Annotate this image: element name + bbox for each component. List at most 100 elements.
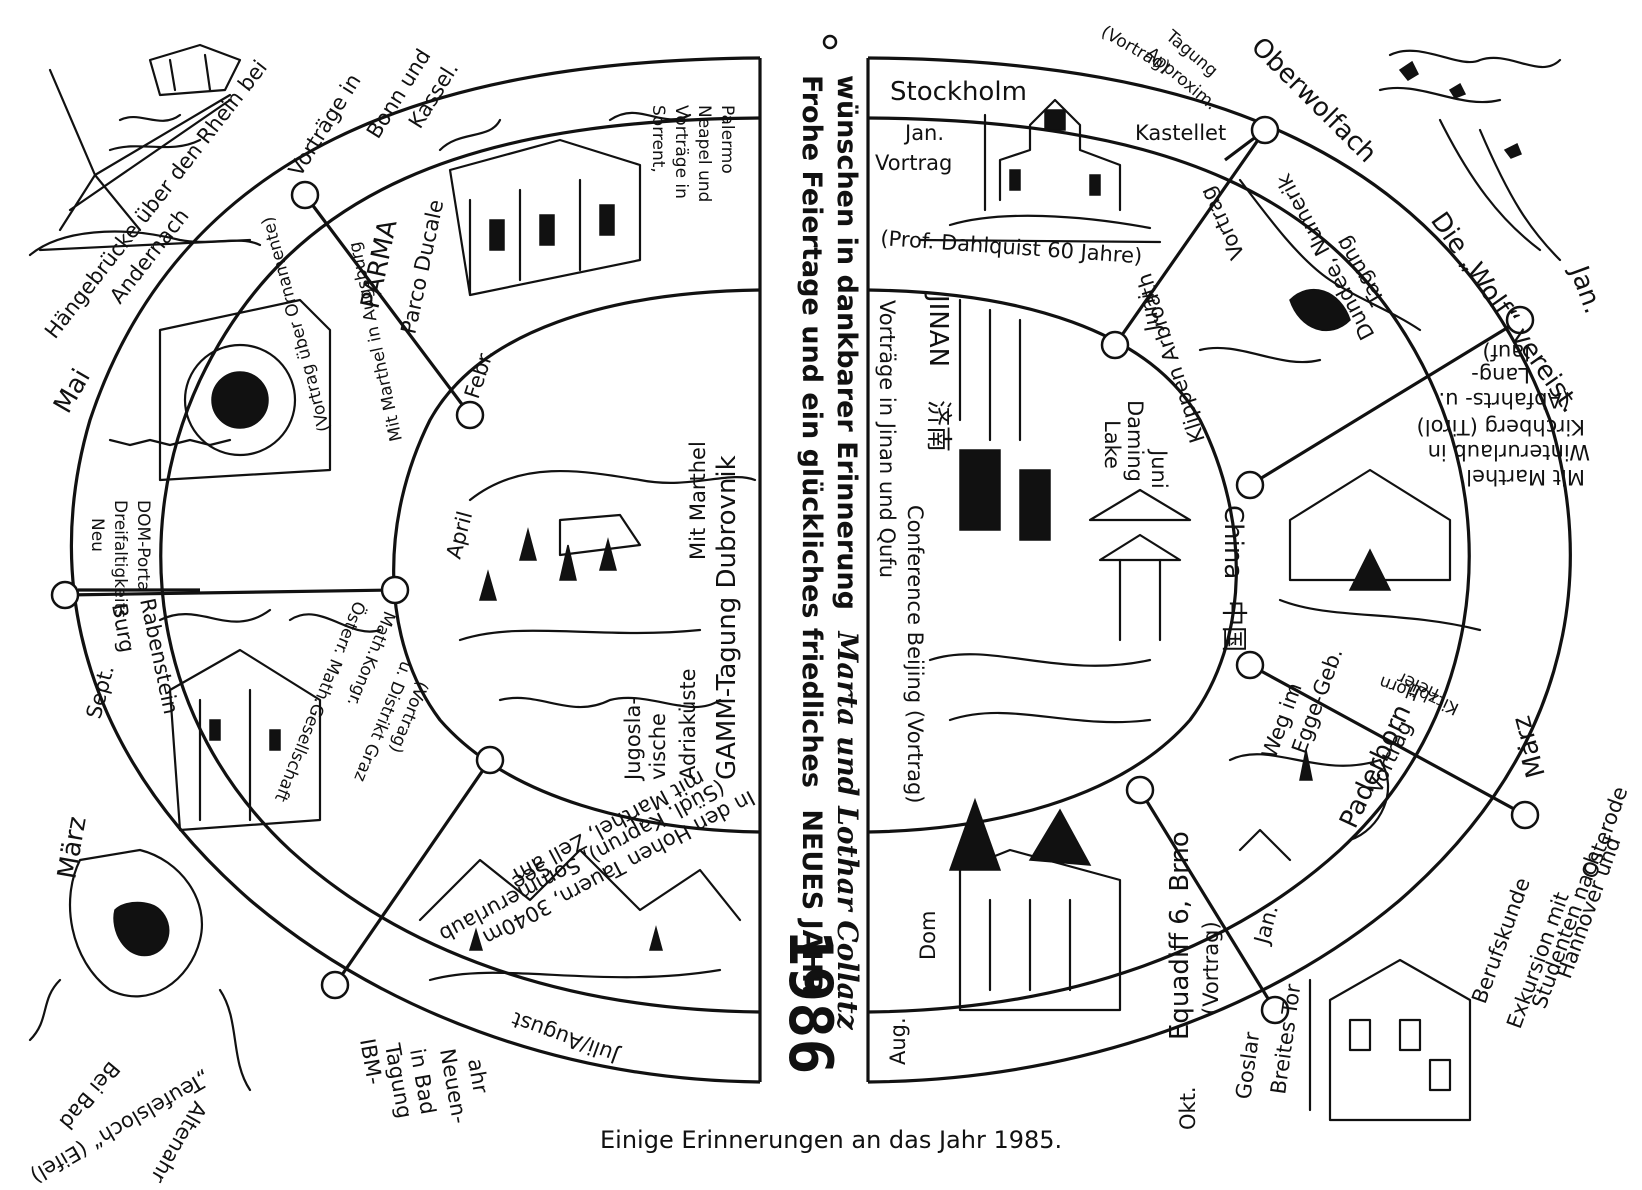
china-jinan-qufu: Vorträge in Jinan und Qufu xyxy=(875,300,899,578)
labels-china: China 中国 JINAN 济南 Daming Lake Juni Confe… xyxy=(875,293,1248,804)
brno-equadiff: Equadiff 6, Brno xyxy=(1165,831,1195,1040)
dubrovnik-with-marthel: Mit Marthel xyxy=(686,441,710,560)
stockholm-vortrag: Vortrag xyxy=(875,151,952,175)
sketch-china-pagoda xyxy=(928,298,1192,724)
regensburg-line-3: DOM-Portal xyxy=(133,500,153,596)
sketch-augsburg xyxy=(108,298,332,482)
china-month: Juni xyxy=(1147,448,1171,489)
stockholm-title: Stockholm xyxy=(890,77,1027,107)
ring-node xyxy=(1100,330,1130,360)
sketch-oberwolfach-mountains xyxy=(1378,49,1562,262)
sketch-paderborn xyxy=(1228,749,1390,862)
sketch-hohe-tauern xyxy=(418,848,742,982)
stockholm-month: Jan. xyxy=(903,121,944,145)
ahrtal-month: März xyxy=(52,814,92,881)
ring-node xyxy=(1235,470,1265,500)
labels-hannover: Berufskunde Exkursion mit Studenten nach… xyxy=(1467,783,1632,1031)
greeting-line-2: wünschen in dankbarer Erinnerung Marta u… xyxy=(831,75,864,1031)
sketch-parma xyxy=(438,111,692,297)
rabenstein-month: Sept. xyxy=(82,662,119,721)
jinan-title: JINAN xyxy=(923,293,953,367)
kirchberg-line-1: Mit Marthel xyxy=(1466,465,1585,489)
labels-kirchberg: Mit Marthel Winterurlaub in Kirchberg (T… xyxy=(1417,340,1590,489)
labels-dubrovnik: GAMM-Tagung Dubrovnik Mit Marthel Jugosl… xyxy=(442,441,742,782)
kirchberg-line-3: Kirchberg (Tirol) xyxy=(1417,415,1585,439)
sorrento-line-3: Neapel und xyxy=(694,105,714,202)
sketch-stockholm-kastellet xyxy=(918,98,1162,244)
ring-node xyxy=(1125,775,1155,805)
brno-month-jan: Jan. xyxy=(1249,902,1283,948)
ring-node xyxy=(1235,650,1265,680)
sorrento-line-4: Palermo xyxy=(717,105,737,174)
regensburg-line-1: Neu xyxy=(87,518,107,552)
ring-nodes xyxy=(50,34,1540,1025)
ring-node xyxy=(475,745,505,775)
parma-park: Parco Ducale xyxy=(396,198,448,336)
brno-dom: Dom xyxy=(916,911,940,960)
brno-month: Aug. xyxy=(886,1017,910,1065)
dundee-line-3: Vortrag xyxy=(1195,183,1249,263)
ibm-line-5: ahr xyxy=(463,1057,493,1096)
labels-bonn-kassel: Vorträge in Bonn und Kassel. xyxy=(284,45,463,181)
labels-rabenstein: Sept. Burg Rabenstein Österr. Math.Gesel… xyxy=(82,596,432,805)
labels-andernach: Hängebrücke über den Rhein bei Andernach… xyxy=(40,56,272,419)
stockholm-sight: Kastellet xyxy=(1135,121,1226,145)
kirchberg-line-4: (Abfahrts- u. xyxy=(1438,388,1570,412)
greeting-year: 1986 xyxy=(775,930,845,1075)
jinan-hanzi: 济南 xyxy=(923,400,953,452)
dubrovnik-jugosla: Jugosla- xyxy=(621,697,645,782)
andernach-month: Mai xyxy=(48,364,97,418)
sketch-rabenstein xyxy=(158,608,382,832)
ring-frame xyxy=(64,56,1572,1084)
sketch-dundee-cliffs xyxy=(1198,178,1422,364)
ibm-line-4: Neuen- xyxy=(435,1047,472,1126)
labels-regensburg: Neu Dreifaltigkeits DOM-Portal xyxy=(87,500,153,618)
china-lake-2: Lake xyxy=(1100,420,1124,469)
labels-approx: Tagung Approxim. (Vortrag) xyxy=(1098,22,1222,114)
goslar-month: Okt. xyxy=(1176,1086,1200,1130)
dubrovnik-adriakueste: Adriaküste xyxy=(676,668,700,780)
ring-node xyxy=(1250,115,1280,145)
oberwolfach-month: Jan. xyxy=(1563,260,1608,318)
labels-ahrtal: März Bei Bad Altenahr „Teufelsloch“ (Eif… xyxy=(26,814,214,1188)
ring-node xyxy=(320,970,350,1000)
labels-sorrento: Sorrent, Vorträge in Neapel und Palermo xyxy=(648,105,737,202)
brno-vortrag: (Vortrag) xyxy=(1199,921,1223,1015)
goslar-title: Goslar xyxy=(1231,1030,1264,1100)
footer-caption: Einige Erinnerungen an das Jahr 1985. xyxy=(600,1126,1062,1154)
kirchberg-line-2: Winterurlaub in xyxy=(1428,440,1590,464)
ring-node xyxy=(1260,995,1290,1025)
regensburg-line-2: Dreifaltigkeits xyxy=(110,500,130,618)
labels-paderborn: Paderborn Vortrag Weg im Egge-Geb. xyxy=(1257,645,1417,833)
greeting-neues-jahr: NEUES JAHR xyxy=(796,809,827,994)
sketch-brno-dom xyxy=(948,797,1122,1012)
kitzbuehel-month: März xyxy=(1507,713,1552,781)
ring-node xyxy=(380,575,410,605)
ibm-line-1: IBM- xyxy=(355,1037,387,1087)
rabenstein-burg: Burg xyxy=(107,602,139,655)
kirchberg-line-5: Lang- xyxy=(1471,363,1530,387)
ring-node xyxy=(455,400,485,430)
labels-dundee: Dundee, Numerik Tagung Vortrag Klippen A… xyxy=(1132,169,1390,446)
labels-ibm: IBM- Tagung in Bad Neuen- ahr xyxy=(355,1037,493,1126)
kirchberg-line-6: lauf) xyxy=(1482,340,1530,364)
greeting-names: Marta und Lothar Collatz xyxy=(831,630,864,1030)
stockholm-dahlquist: (Prof. Dahlquist 60 Jahre) xyxy=(880,226,1143,268)
sketch-kirchberg xyxy=(1278,468,1482,632)
china-country: China xyxy=(1218,505,1248,579)
china-hanzi: 中国 xyxy=(1218,600,1248,652)
labels-stockholm: Stockholm Kastellet Jan. Vortrag (Prof. … xyxy=(875,77,1226,268)
sketch-goslar xyxy=(1308,958,1472,1122)
china-beijing: Conference Beijing (Vortrag) xyxy=(903,505,927,804)
ring-node xyxy=(290,180,320,210)
greeting-line-2-text: wünschen in dankbarer Erinnerung xyxy=(831,75,862,610)
greeting-block: Frohe Feiertage und ein glückliches frie… xyxy=(775,75,864,1075)
greeting-line-1: Frohe Feiertage und ein glückliches frie… xyxy=(796,75,827,994)
bonn-kassel-line-1: Vorträge in xyxy=(284,70,366,181)
ring-node xyxy=(1505,305,1535,335)
parma-month: Febr. xyxy=(460,346,498,402)
sorrento-line-1: Sorrent, xyxy=(648,105,668,173)
ring-node xyxy=(1510,800,1540,830)
dubrovnik-month: April xyxy=(442,509,478,562)
